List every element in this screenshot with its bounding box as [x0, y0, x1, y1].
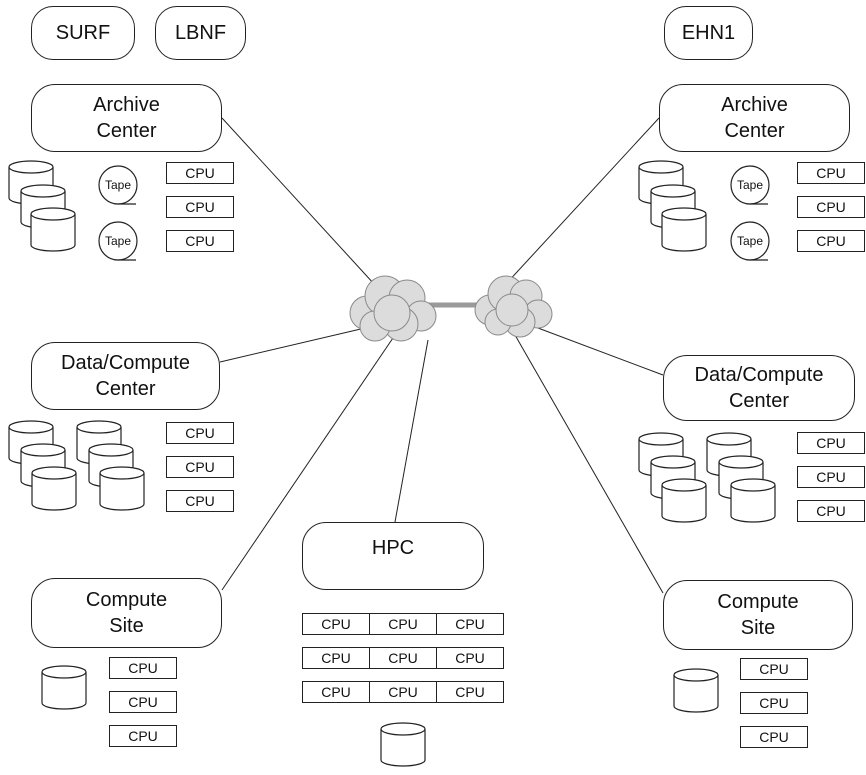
disk-icon — [661, 207, 707, 253]
disk-icon — [30, 207, 76, 253]
hpc-box: HPC — [302, 522, 484, 590]
link-compute-left — [221, 334, 396, 591]
disk-icon — [41, 665, 87, 711]
cpu-box: CPU — [166, 422, 234, 444]
link-archive-left — [221, 117, 376, 286]
link-archive-right — [504, 117, 660, 286]
disk-icon — [380, 722, 426, 768]
cloud-icon — [349, 275, 437, 342]
cpu-box: CPU — [436, 681, 504, 703]
cpu-box: CPU — [740, 692, 808, 714]
cpu-box: CPU — [436, 613, 504, 635]
site-lbnf: LBNF — [155, 6, 246, 60]
disk-icon — [99, 466, 145, 512]
tape-reel-icon: Tape — [730, 221, 770, 261]
cpu-box: CPU — [302, 647, 370, 669]
cpu-box: CPU — [369, 613, 437, 635]
tape-reel-icon: Tape — [98, 221, 138, 261]
cpu-box: CPU — [797, 466, 865, 488]
cpu-box: CPU — [797, 432, 865, 454]
link-dcc-left — [219, 327, 366, 363]
cpu-box: CPU — [166, 162, 234, 184]
cpu-box: CPU — [436, 647, 504, 669]
link-hpc — [394, 339, 429, 523]
site-ehn1: EHN1 — [664, 6, 753, 60]
cpu-box: CPU — [109, 657, 177, 679]
site-surf: SURF — [31, 6, 135, 60]
link-dcc-right — [529, 324, 664, 376]
disk-icon — [730, 478, 776, 524]
cpu-box: CPU — [302, 613, 370, 635]
cpu-box: CPU — [166, 456, 234, 478]
disk-icon — [31, 466, 77, 512]
cpu-box: CPU — [797, 500, 865, 522]
cpu-box: CPU — [369, 647, 437, 669]
cpu-box: CPU — [797, 230, 865, 252]
cpu-box: CPU — [740, 658, 808, 680]
tape-reel-icon: Tape — [98, 165, 138, 205]
cpu-box: CPU — [109, 691, 177, 713]
cpu-box: CPU — [740, 726, 808, 748]
cpu-box: CPU — [302, 681, 370, 703]
disk-icon — [661, 478, 707, 524]
cpu-box: CPU — [797, 162, 865, 184]
cpu-box: CPU — [369, 681, 437, 703]
cpu-box: CPU — [109, 725, 177, 747]
cpu-box: CPU — [166, 490, 234, 512]
cpu-box: CPU — [166, 230, 234, 252]
tape-reel-icon: Tape — [730, 165, 770, 205]
cpu-box: CPU — [797, 196, 865, 218]
cpu-box: CPU — [166, 196, 234, 218]
link-compute-right — [514, 334, 664, 594]
disk-icon — [673, 668, 719, 714]
cloud-icon — [474, 275, 553, 338]
